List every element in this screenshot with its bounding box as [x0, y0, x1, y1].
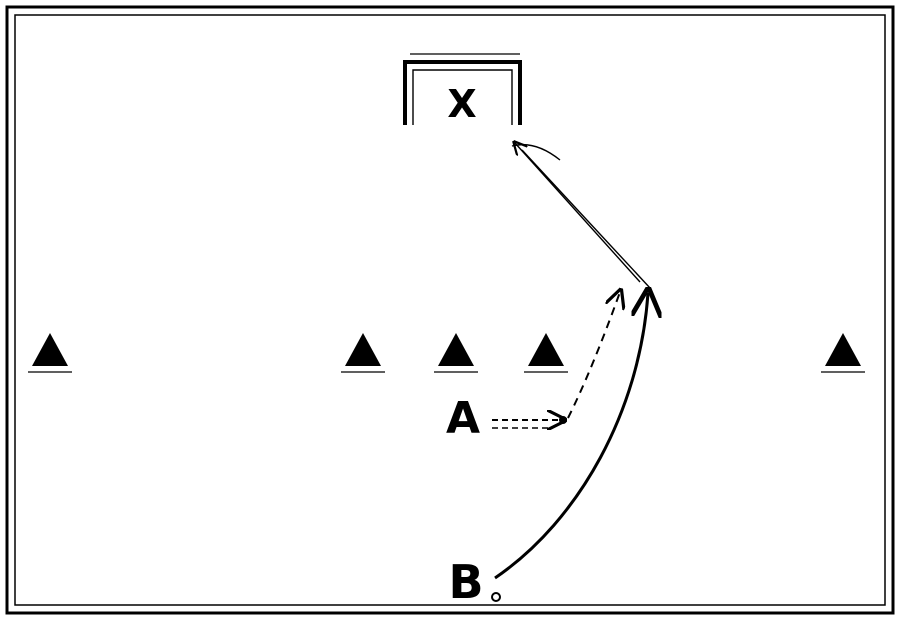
goal: X	[403, 53, 522, 126]
player-a-run-arrow	[567, 292, 620, 419]
shot-curl-icon	[511, 143, 561, 161]
cone-row	[28, 333, 865, 373]
player-a-ball-icon	[559, 416, 567, 424]
cone-center-right	[524, 333, 568, 373]
cone-center-left	[341, 333, 385, 373]
field-inner-border	[14, 14, 886, 606]
cone-far-right	[821, 333, 865, 373]
player-b-label: B	[448, 555, 483, 609]
cone-center	[434, 333, 478, 373]
shot-arrow	[515, 143, 641, 283]
ball-icon	[491, 592, 501, 602]
player-a-label: A	[446, 393, 480, 444]
player-b-pass-arrow	[494, 293, 648, 580]
field-outer-border	[5, 5, 895, 615]
cone-far-left	[28, 333, 72, 373]
goal-marker-x: X	[447, 82, 476, 126]
